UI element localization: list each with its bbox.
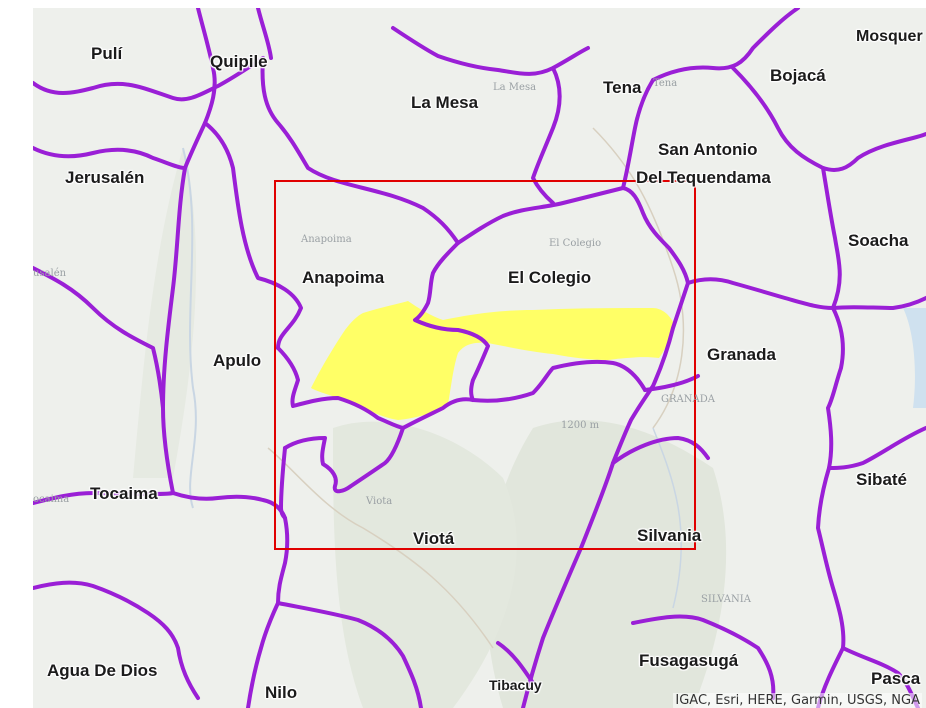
municipality-label-apulo: Apulo — [213, 351, 262, 370]
river-line — [652, 427, 683, 609]
municipality-label-jerusalen: Jerusalén — [65, 168, 145, 187]
boundary-line — [686, 277, 926, 310]
boundary-line — [161, 121, 207, 495]
boundary-line — [33, 266, 165, 410]
boundary-line — [33, 491, 175, 505]
municipality-label-fusagasuga: Fusagasugá — [639, 651, 739, 670]
map-attribution: IGAC, Esri, HERE, Garmin, USGS, NGA — [673, 693, 922, 708]
boundary-line — [496, 641, 535, 685]
municipality-label-mosquera: Mosquer — [856, 28, 923, 45]
boundary-line — [531, 66, 562, 205]
boundary-line — [621, 78, 655, 190]
boundary-line — [33, 56, 265, 102]
basemap-label: Viota — [366, 496, 393, 507]
boundary-line — [246, 601, 280, 708]
boundary-line — [279, 446, 287, 520]
basemap-label: La Mesa — [493, 82, 537, 93]
boundary-line — [611, 436, 710, 465]
boundary-line — [171, 491, 290, 605]
relief-shading — [486, 420, 727, 708]
municipality-label-silvania: Silvania — [637, 526, 702, 545]
basemap-label: El Colegio — [549, 238, 602, 249]
boundary-line — [196, 8, 217, 125]
municipality-label-quipile: Quipile — [210, 52, 268, 71]
boundary-line — [260, 56, 460, 245]
boundary-line — [631, 614, 776, 700]
boundary-line — [33, 580, 200, 700]
water-body — [903, 308, 926, 408]
boundary-line — [731, 66, 926, 172]
basemap-label: SILVANIA — [701, 594, 751, 605]
boundary-line — [413, 241, 490, 402]
boundary-line — [821, 166, 842, 310]
basemap-canvas — [33, 8, 926, 708]
basemap-label: 1200 m — [561, 420, 600, 431]
study-area-polygon — [311, 301, 673, 420]
map-view[interactable]: La Mesa Tena Anapoima El Colegio usalén … — [33, 8, 926, 708]
municipality-label-puli: Pulí — [91, 44, 123, 63]
municipality-label-san-antonio: San Antonio — [658, 140, 758, 159]
municipality-label-viota: Viotá — [413, 529, 455, 548]
municipality-label-del-tequendama: Del Tequendama — [636, 168, 771, 187]
boundary-line — [391, 26, 590, 76]
municipality-label-tena: Tena — [603, 78, 642, 97]
municipality-label-nilo: Nilo — [265, 683, 298, 702]
relief-shading — [333, 421, 517, 708]
municipality-label-granada: Granada — [707, 345, 776, 364]
boundary-line — [203, 121, 303, 350]
basemap-label: Tena — [653, 78, 678, 89]
boundary-line — [276, 601, 423, 708]
extent-rectangle — [274, 180, 696, 550]
municipality-label-el-colegio: El Colegio — [508, 268, 592, 287]
boundary-line — [276, 346, 405, 430]
municipality-label-anapoima: Anapoima — [302, 268, 385, 287]
boundary-line — [827, 426, 926, 470]
boundary-line — [283, 426, 405, 494]
boundary-line — [33, 146, 187, 170]
boundary-line — [401, 359, 647, 430]
municipal-boundaries — [33, 8, 926, 708]
boundary-line — [256, 8, 273, 60]
relief-shading — [133, 148, 197, 478]
municipality-label-tocaima: Tocaima — [90, 484, 158, 503]
municipality-label-la-mesa: La Mesa — [411, 93, 479, 112]
basemap-label: Anapoima — [301, 234, 352, 245]
basemap-label: ocaima — [33, 494, 70, 505]
municipality-label-sibate: Sibaté — [856, 470, 908, 489]
basemap-label: GRANADA — [661, 394, 715, 405]
boundary-line — [521, 281, 690, 708]
municipality-label-bojaca: Bojacá — [770, 66, 826, 85]
road-line — [267, 447, 494, 649]
basemap-label: usalén — [33, 268, 67, 279]
municipality-label-agua-de-dios: Agua De Dios — [47, 661, 158, 680]
river-line — [182, 147, 197, 509]
municipality-label-pasca: Pasca — [871, 669, 921, 688]
boundary-line — [651, 8, 800, 82]
municipality-label-soacha: Soacha — [848, 231, 909, 250]
municipality-label-tibacuy: Tibacuy — [489, 677, 542, 693]
